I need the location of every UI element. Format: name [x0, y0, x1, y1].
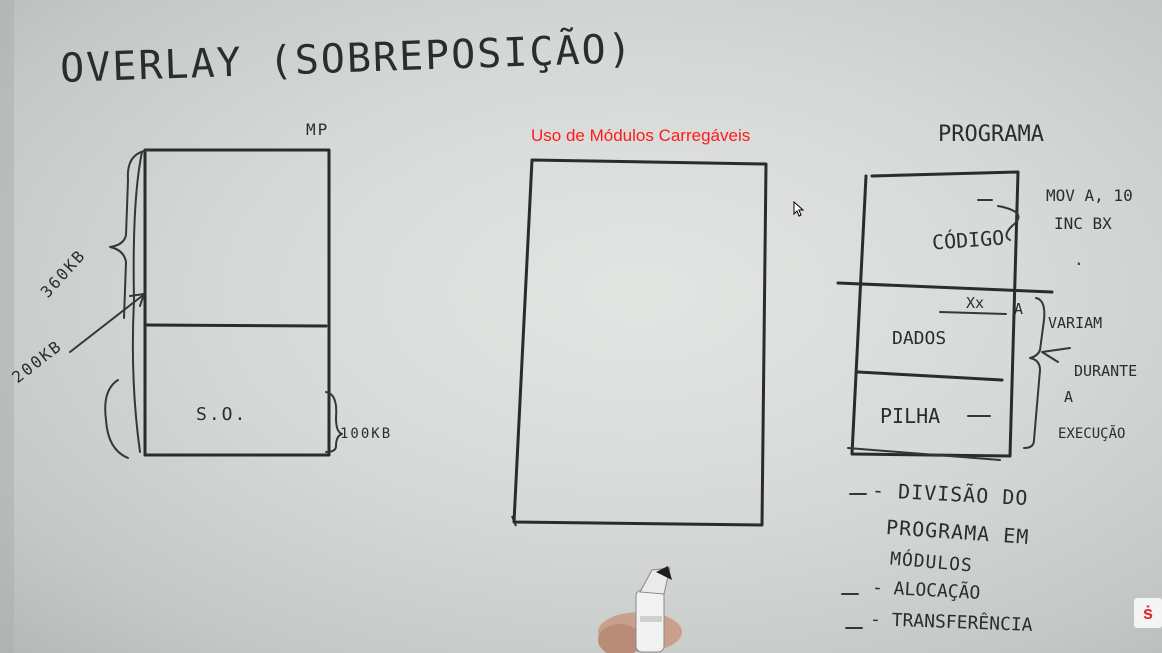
code-note-2: INC BX	[1054, 214, 1112, 233]
arrow-cursor-icon	[793, 200, 805, 221]
variable-tag: A	[1014, 300, 1026, 318]
memory-diagram	[69, 148, 343, 459]
program-diagram	[836, 170, 1071, 461]
note-line-3: A	[1064, 388, 1076, 406]
note-line-1: VARIAM	[1048, 314, 1103, 332]
size-bottom-label: 100KB	[340, 426, 393, 442]
bullet-dashes	[841, 493, 867, 629]
data-label: DADOS	[892, 328, 947, 349]
marker-pen-icon	[598, 566, 682, 653]
variable-label: Xx	[966, 294, 985, 312]
code-note-1: MOV A, 10	[1046, 186, 1133, 205]
stack-label: PILHA	[880, 404, 941, 428]
loadable-modules-box	[511, 158, 768, 527]
program-heading: PROGRAMA	[938, 122, 1044, 147]
os-label: S.O.	[196, 404, 248, 425]
brand-logo-icon: ṡ	[1134, 598, 1162, 628]
code-label: CÓDIGO	[931, 225, 1005, 255]
code-note-3: .	[1074, 250, 1086, 269]
video-caption: Uso de Módulos Carregáveis	[531, 126, 751, 145]
note-line-2: DURANTE	[1074, 362, 1138, 380]
mp-label: MP	[306, 120, 330, 139]
note-line-4: EXECUÇÃO	[1058, 426, 1126, 442]
